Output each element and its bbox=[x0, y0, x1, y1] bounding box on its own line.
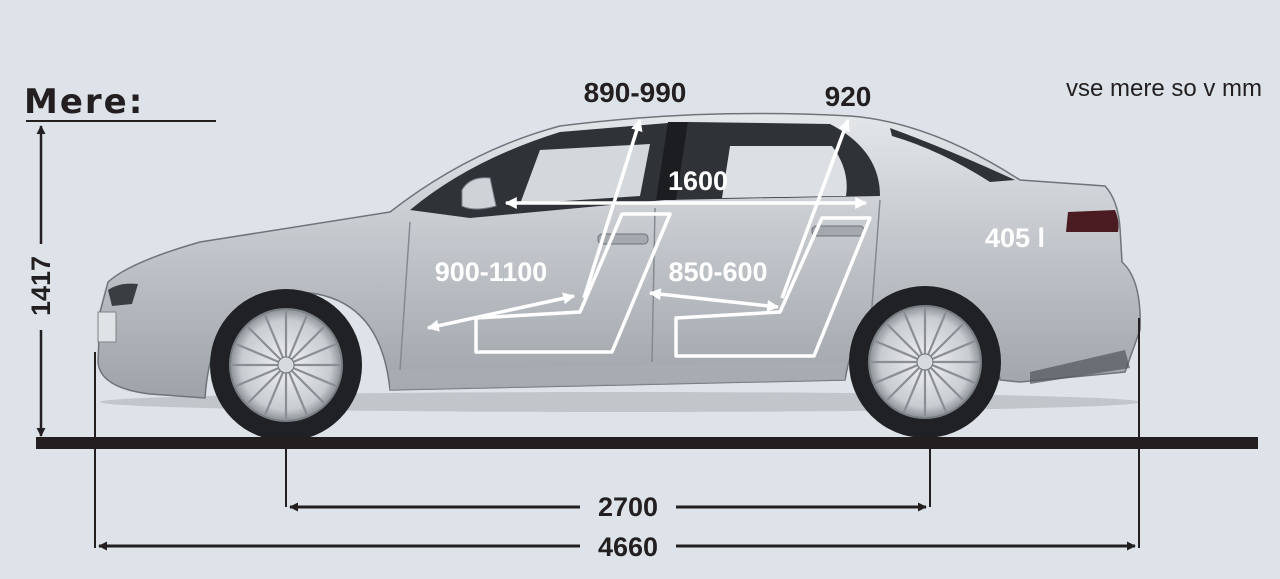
rear-legroom-arrow bbox=[648, 288, 780, 312]
trunk-label: 405 l bbox=[985, 223, 1045, 253]
front-wheel bbox=[210, 289, 362, 441]
diagram-title: Mere: bbox=[24, 82, 144, 122]
front-legroom-arrow bbox=[426, 292, 576, 332]
height-label: 1417 bbox=[26, 256, 56, 316]
dimension-lines bbox=[26, 120, 1258, 551]
front-seat-outline bbox=[474, 212, 672, 354]
car-illustration bbox=[97, 112, 1141, 441]
rear-headroom-label: 920 bbox=[825, 81, 872, 112]
rear-wheel bbox=[849, 286, 1001, 438]
rear-seat-outline bbox=[674, 216, 872, 358]
ground-line bbox=[36, 437, 1258, 449]
rear-headroom-arrow bbox=[780, 118, 850, 299]
front-headroom-label: 890-990 bbox=[584, 77, 687, 108]
front-legroom-label: 900-1100 bbox=[435, 257, 548, 287]
length-label: 4660 bbox=[598, 532, 658, 562]
interior-measurements bbox=[426, 118, 872, 358]
front-headroom-arrow bbox=[582, 118, 643, 299]
rear-legroom-label: 850-600 bbox=[668, 257, 767, 287]
units-note: vse mere so v mm bbox=[1066, 75, 1262, 102]
interior-length-label: 1600 bbox=[668, 166, 728, 196]
wheelbase-label: 2700 bbox=[598, 492, 658, 522]
